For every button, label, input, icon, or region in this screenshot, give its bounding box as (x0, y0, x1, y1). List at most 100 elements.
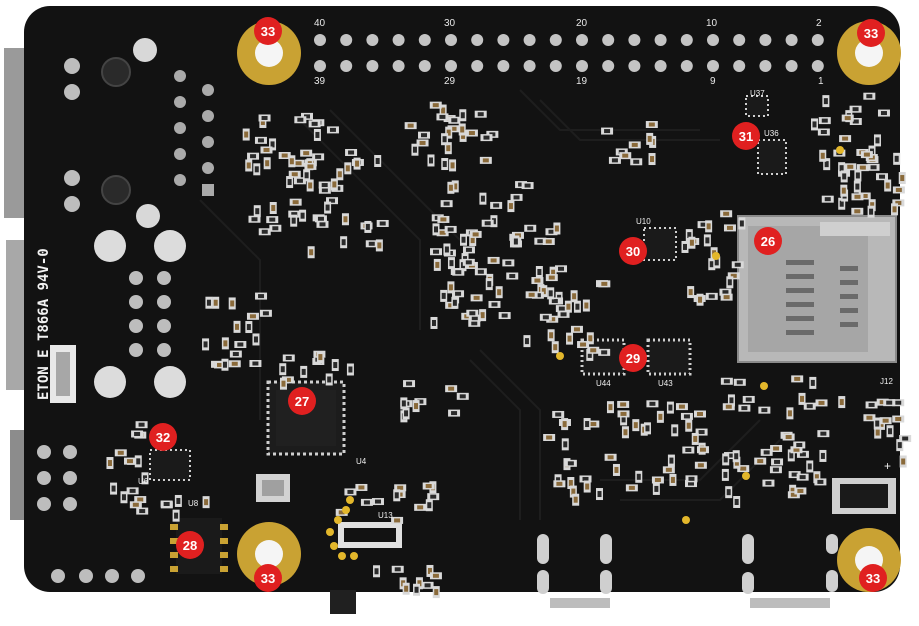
smd-body (280, 366, 285, 373)
smd-body (174, 512, 179, 519)
smd-body (654, 477, 661, 482)
audio-jack (330, 590, 356, 614)
header-pin (471, 34, 484, 46)
label-plus: + (884, 459, 891, 473)
smd-body (534, 293, 541, 298)
smd-body (685, 448, 692, 453)
header-pin (654, 60, 667, 72)
smd-body (321, 188, 328, 193)
smd-body (800, 395, 805, 402)
label-u10: U10 (636, 217, 651, 226)
header-pin (602, 60, 615, 72)
smd-body (895, 417, 902, 422)
smd-body (318, 354, 323, 361)
callout-hole-bl: 33 (254, 564, 282, 592)
smd-body (374, 499, 381, 504)
label-j12: J12 (880, 377, 893, 386)
pin-label-30: 30 (444, 18, 456, 29)
smd-body (137, 497, 144, 502)
smd-body (468, 131, 475, 136)
smd-body (558, 306, 565, 311)
smd-body (301, 368, 306, 375)
smd-body (708, 294, 715, 299)
smd-body (394, 567, 401, 572)
smd-body (333, 362, 338, 369)
smd-body (772, 467, 779, 472)
smd-body (620, 402, 627, 407)
smd-body (132, 502, 139, 507)
smd-body (465, 260, 472, 265)
smd-body (223, 340, 228, 347)
smd-body (424, 583, 431, 588)
smd-body (355, 160, 360, 167)
smd-body (554, 225, 559, 232)
smd-body (807, 463, 812, 470)
smd-body (814, 474, 819, 481)
smd-body (308, 182, 313, 189)
smd-body (895, 187, 902, 192)
header-pin (733, 34, 746, 46)
smd-body (139, 509, 146, 514)
header-pin (314, 34, 326, 46)
smd-body (879, 174, 886, 179)
smd-body (821, 118, 828, 123)
header-pin (628, 60, 641, 72)
smd-body (315, 154, 322, 159)
header-pin (340, 60, 353, 72)
smd-body (723, 211, 730, 216)
smd-body (439, 230, 446, 235)
smd-body (537, 239, 544, 244)
smd-body (734, 459, 739, 466)
smd-body (875, 429, 880, 436)
smd-body (820, 452, 825, 459)
smd-body (604, 129, 611, 134)
svg-text:30: 30 (626, 244, 640, 259)
smd-body (254, 166, 259, 173)
smd-body (291, 212, 298, 217)
header-pin (340, 34, 353, 46)
smd-body (518, 182, 525, 187)
smd-body (839, 399, 844, 406)
smd-body (261, 229, 268, 234)
header-pin (314, 60, 326, 72)
smd-body (404, 410, 409, 417)
smd-body (450, 162, 455, 169)
svg-text:31: 31 (739, 129, 753, 144)
smd-body (337, 171, 342, 178)
smd-body (620, 411, 627, 416)
smd-body (258, 294, 265, 299)
smd-body (524, 183, 531, 188)
smd-body (295, 161, 302, 166)
smd-body (555, 412, 562, 417)
callout-cpu-chip: 27 (288, 387, 316, 415)
smd-body (855, 172, 860, 179)
sd-card-slot (737, 215, 897, 363)
smd-body (734, 262, 741, 267)
smd-body (428, 157, 433, 164)
smd-body (868, 402, 875, 407)
smd-body (548, 275, 555, 280)
smd-body (582, 476, 589, 481)
smd-body (670, 476, 675, 483)
smd-body (888, 428, 893, 435)
smd-body (287, 179, 292, 186)
smd-body (614, 466, 619, 473)
smd-body (285, 355, 292, 360)
smd-body (665, 467, 672, 472)
smd-body (580, 342, 587, 347)
smd-body (566, 303, 571, 310)
smd-body (508, 203, 513, 210)
smd-body (648, 122, 655, 127)
smd-body (483, 135, 490, 140)
smd-body (448, 303, 455, 308)
smd-body (442, 161, 447, 168)
smd-body (895, 200, 902, 205)
smd-body (484, 221, 491, 226)
smd-body (477, 112, 484, 117)
smd-body (379, 221, 386, 226)
smd-body (723, 295, 730, 300)
smd-body (590, 348, 597, 353)
smd-body (213, 299, 218, 306)
smd-body (441, 292, 446, 299)
